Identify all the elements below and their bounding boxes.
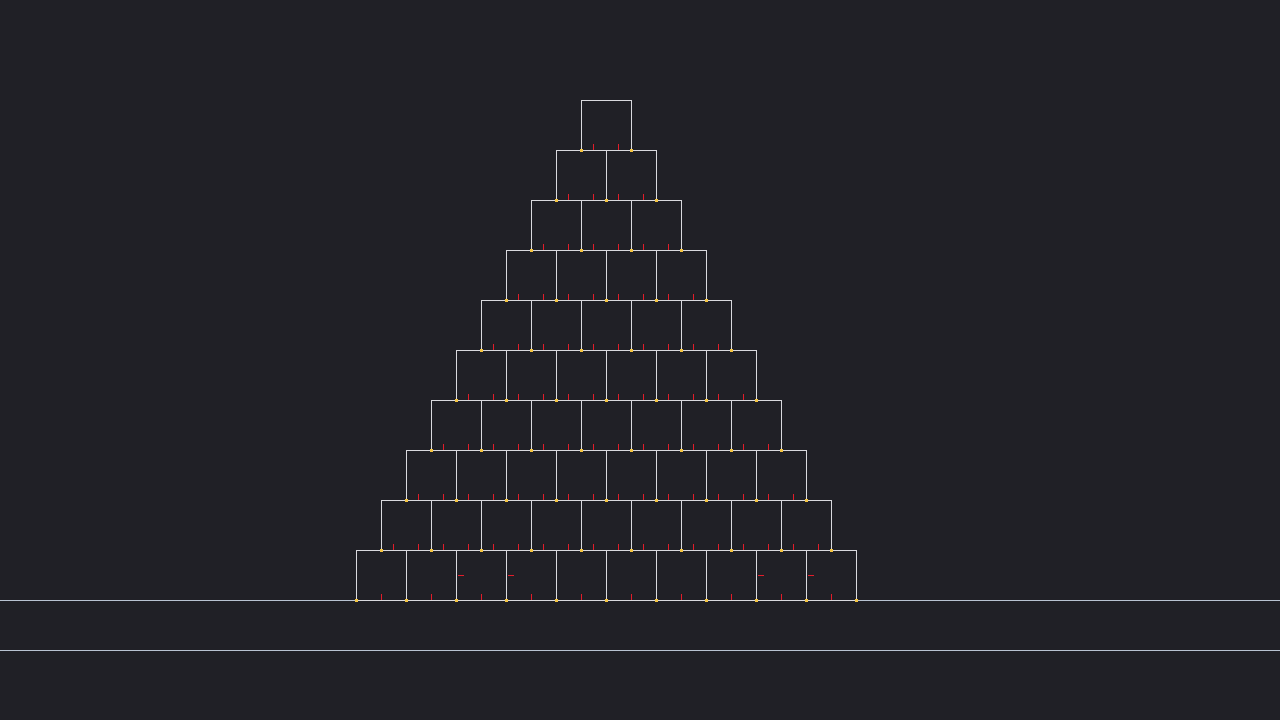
contact-point <box>830 549 833 552</box>
contact-point <box>455 599 458 602</box>
contact-point <box>405 599 408 602</box>
contact-point <box>555 199 558 202</box>
contact-point <box>430 449 433 452</box>
contact-point <box>580 249 583 252</box>
contact-point <box>805 499 808 502</box>
contact-point <box>730 549 733 552</box>
contact-point <box>655 299 658 302</box>
contact-point <box>505 399 508 402</box>
contact-point <box>430 549 433 552</box>
contact-point <box>555 399 558 402</box>
contact-debug-layer <box>355 144 858 602</box>
contact-point <box>680 549 683 552</box>
contact-point <box>555 299 558 302</box>
contact-point <box>580 549 583 552</box>
contact-point <box>805 599 808 602</box>
contact-point <box>605 599 608 602</box>
contact-point <box>480 449 483 452</box>
contact-point <box>630 349 633 352</box>
contact-point <box>530 549 533 552</box>
contact-point <box>530 249 533 252</box>
contact-point <box>605 399 608 402</box>
contact-point <box>705 399 708 402</box>
contact-point <box>680 449 683 452</box>
contact-point <box>530 449 533 452</box>
contact-point <box>355 599 358 602</box>
contact-point <box>580 349 583 352</box>
contact-point <box>655 599 658 602</box>
contact-point <box>580 449 583 452</box>
contact-point <box>730 449 733 452</box>
contact-point <box>655 499 658 502</box>
contact-point <box>530 349 533 352</box>
contact-point <box>605 499 608 502</box>
contact-point <box>655 399 658 402</box>
contact-point <box>630 449 633 452</box>
contact-point <box>505 499 508 502</box>
contact-point <box>630 249 633 252</box>
contact-point <box>380 549 383 552</box>
contact-point <box>705 499 708 502</box>
contact-point <box>705 599 708 602</box>
contact-point <box>555 499 558 502</box>
contact-point <box>755 499 758 502</box>
contact-point <box>630 149 633 152</box>
contact-point <box>755 599 758 602</box>
contact-point <box>780 449 783 452</box>
contact-point <box>455 399 458 402</box>
contact-point <box>730 349 733 352</box>
contact-point <box>780 549 783 552</box>
contact-point <box>605 299 608 302</box>
contact-point <box>455 499 458 502</box>
contact-point <box>505 299 508 302</box>
contact-point <box>630 549 633 552</box>
contact-point <box>655 199 658 202</box>
contact-point <box>680 349 683 352</box>
contact-point <box>555 599 558 602</box>
contact-point <box>580 149 583 152</box>
pyramid-box <box>581 100 632 151</box>
contact-point <box>755 399 758 402</box>
contact-point <box>680 249 683 252</box>
contact-point <box>480 349 483 352</box>
contact-point <box>855 599 858 602</box>
contact-point <box>705 299 708 302</box>
contact-point <box>505 599 508 602</box>
contact-point <box>480 549 483 552</box>
contact-point <box>405 499 408 502</box>
contact-point <box>605 199 608 202</box>
